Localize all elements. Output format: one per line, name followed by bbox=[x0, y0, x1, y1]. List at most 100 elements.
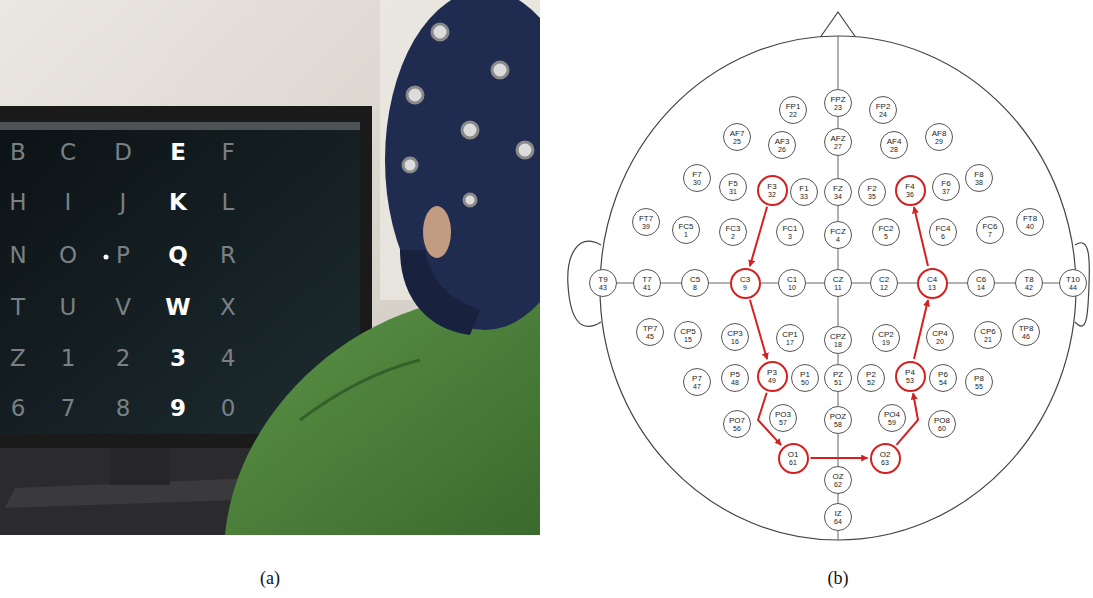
speller-character: 6 bbox=[11, 395, 26, 421]
electrode-number: 51 bbox=[834, 379, 842, 387]
electrode-name: P3 bbox=[767, 368, 777, 377]
electrode-name: C3 bbox=[740, 275, 750, 284]
speller-character: N bbox=[9, 242, 26, 268]
electrode-circle: F730 bbox=[683, 164, 711, 192]
speller-character: P bbox=[116, 242, 130, 268]
electrode-circle: FP224 bbox=[869, 96, 897, 124]
electrode-circle: P747 bbox=[683, 368, 711, 396]
electrode-circle: F436 bbox=[895, 175, 926, 206]
electrode-circle: F332 bbox=[757, 175, 788, 206]
electrode-circle: F637 bbox=[932, 173, 960, 201]
electrode-number: 25 bbox=[733, 138, 741, 146]
electrode-name: FC4 bbox=[935, 224, 950, 233]
electrode-number: 10 bbox=[788, 284, 796, 292]
electrode-name: FC3 bbox=[725, 224, 740, 233]
electrode-number: 18 bbox=[834, 341, 842, 349]
electrode-name: F7 bbox=[692, 170, 701, 179]
electrode-name: P6 bbox=[938, 370, 948, 379]
speller-character: H bbox=[9, 189, 26, 215]
electrode-circle: AFZ27 bbox=[824, 128, 852, 156]
electrode-circle: AF829 bbox=[925, 123, 953, 151]
speller-character: I bbox=[65, 189, 72, 215]
electrode-circle: TP846 bbox=[1012, 318, 1040, 346]
electrode-name: O1 bbox=[788, 450, 799, 459]
hoodie-fold bbox=[300, 360, 420, 420]
electrode-name: P2 bbox=[866, 370, 876, 379]
speller-character: 7 bbox=[61, 395, 76, 421]
green-hoodie bbox=[225, 295, 540, 535]
electrode-number: 21 bbox=[984, 336, 992, 344]
electrode-name: PO8 bbox=[934, 416, 950, 425]
electrode-circle: FP122 bbox=[779, 96, 807, 124]
electrode-number: 14 bbox=[977, 284, 985, 292]
speller-character: K bbox=[169, 189, 187, 215]
electrode-circle: CP621 bbox=[974, 321, 1002, 349]
electrode-name: FC6 bbox=[982, 222, 997, 231]
electrode-circle: FT840 bbox=[1016, 208, 1044, 236]
electrode-name: F2 bbox=[867, 184, 876, 193]
electrode-circle: PO357 bbox=[769, 404, 797, 432]
electrode-number: 5 bbox=[884, 233, 888, 241]
electrode-number: 39 bbox=[642, 223, 650, 231]
speller-character: 4 bbox=[221, 345, 236, 371]
electrode-number: 17 bbox=[786, 339, 794, 347]
electrode-circle: CP420 bbox=[926, 323, 954, 351]
electrode-name: CPZ bbox=[830, 332, 846, 341]
electrode-number: 38 bbox=[975, 179, 983, 187]
electrode-name: FP2 bbox=[876, 102, 891, 111]
electrode-number: 28 bbox=[890, 146, 898, 154]
electrode-circle: P453 bbox=[895, 361, 926, 392]
electrode-number: 26 bbox=[778, 146, 786, 154]
electrode-number: 11 bbox=[834, 284, 841, 292]
electrode-circle: PO860 bbox=[928, 410, 956, 438]
electrode-circle: C614 bbox=[967, 269, 995, 297]
speller-character: Z bbox=[10, 345, 26, 371]
electrode-number: 40 bbox=[1026, 223, 1034, 231]
electrode-name: PO4 bbox=[884, 410, 900, 419]
electrode-circle: PO756 bbox=[723, 410, 751, 438]
electrode-name: F3 bbox=[767, 182, 776, 191]
electrode-number: 60 bbox=[938, 425, 946, 433]
electrode-circle: IZ64 bbox=[824, 503, 852, 531]
head-outline bbox=[600, 36, 1076, 540]
electrode-number: 52 bbox=[867, 379, 875, 387]
electrode-circle: O161 bbox=[778, 443, 809, 474]
electrode-number: 7 bbox=[988, 231, 992, 239]
speller-character: D bbox=[114, 139, 132, 165]
electrode-circle: F531 bbox=[719, 173, 747, 201]
electrode-name: T10 bbox=[1066, 275, 1080, 284]
speller-character: 3 bbox=[170, 345, 186, 371]
speller-character: J bbox=[120, 189, 127, 215]
electrode-name: AF8 bbox=[932, 129, 947, 138]
electrode-number: 1 bbox=[684, 231, 688, 239]
electrode-number: 43 bbox=[599, 284, 607, 292]
electrode-circle: CPZ18 bbox=[824, 326, 852, 354]
electrode-number: 45 bbox=[646, 333, 654, 341]
electrode-number: 32 bbox=[768, 191, 776, 199]
electrode-circle: P150 bbox=[791, 364, 819, 392]
electrode-name: P7 bbox=[692, 374, 702, 383]
electrode-circle: F133 bbox=[790, 178, 818, 206]
electrode-circle: C413 bbox=[917, 268, 948, 299]
red-arrow bbox=[750, 300, 767, 359]
electrode-circle: P654 bbox=[929, 364, 957, 392]
electrode-name: C6 bbox=[976, 275, 986, 284]
electrode-name: CP2 bbox=[878, 330, 894, 339]
electrode-circle: CP219 bbox=[872, 324, 900, 352]
cursor-dot bbox=[104, 255, 109, 260]
electrode-circle: F838 bbox=[965, 164, 993, 192]
electrode-circle: T842 bbox=[1015, 269, 1043, 297]
electrode-circle: P252 bbox=[857, 364, 885, 392]
electrode-circle: T1044 bbox=[1059, 269, 1087, 297]
speller-character: 0 bbox=[221, 395, 236, 421]
electrode-number: 44 bbox=[1069, 284, 1077, 292]
electrode-number: 49 bbox=[768, 377, 776, 385]
electrode-circle: F235 bbox=[858, 178, 886, 206]
electrode-name: CP1 bbox=[782, 330, 798, 339]
electrode-name: OZ bbox=[832, 472, 843, 481]
electrode-circle: PO459 bbox=[878, 404, 906, 432]
electrode-circle: PZ51 bbox=[824, 364, 852, 392]
electrode-number: 8 bbox=[693, 284, 697, 292]
electrode-name: CZ bbox=[833, 275, 844, 284]
